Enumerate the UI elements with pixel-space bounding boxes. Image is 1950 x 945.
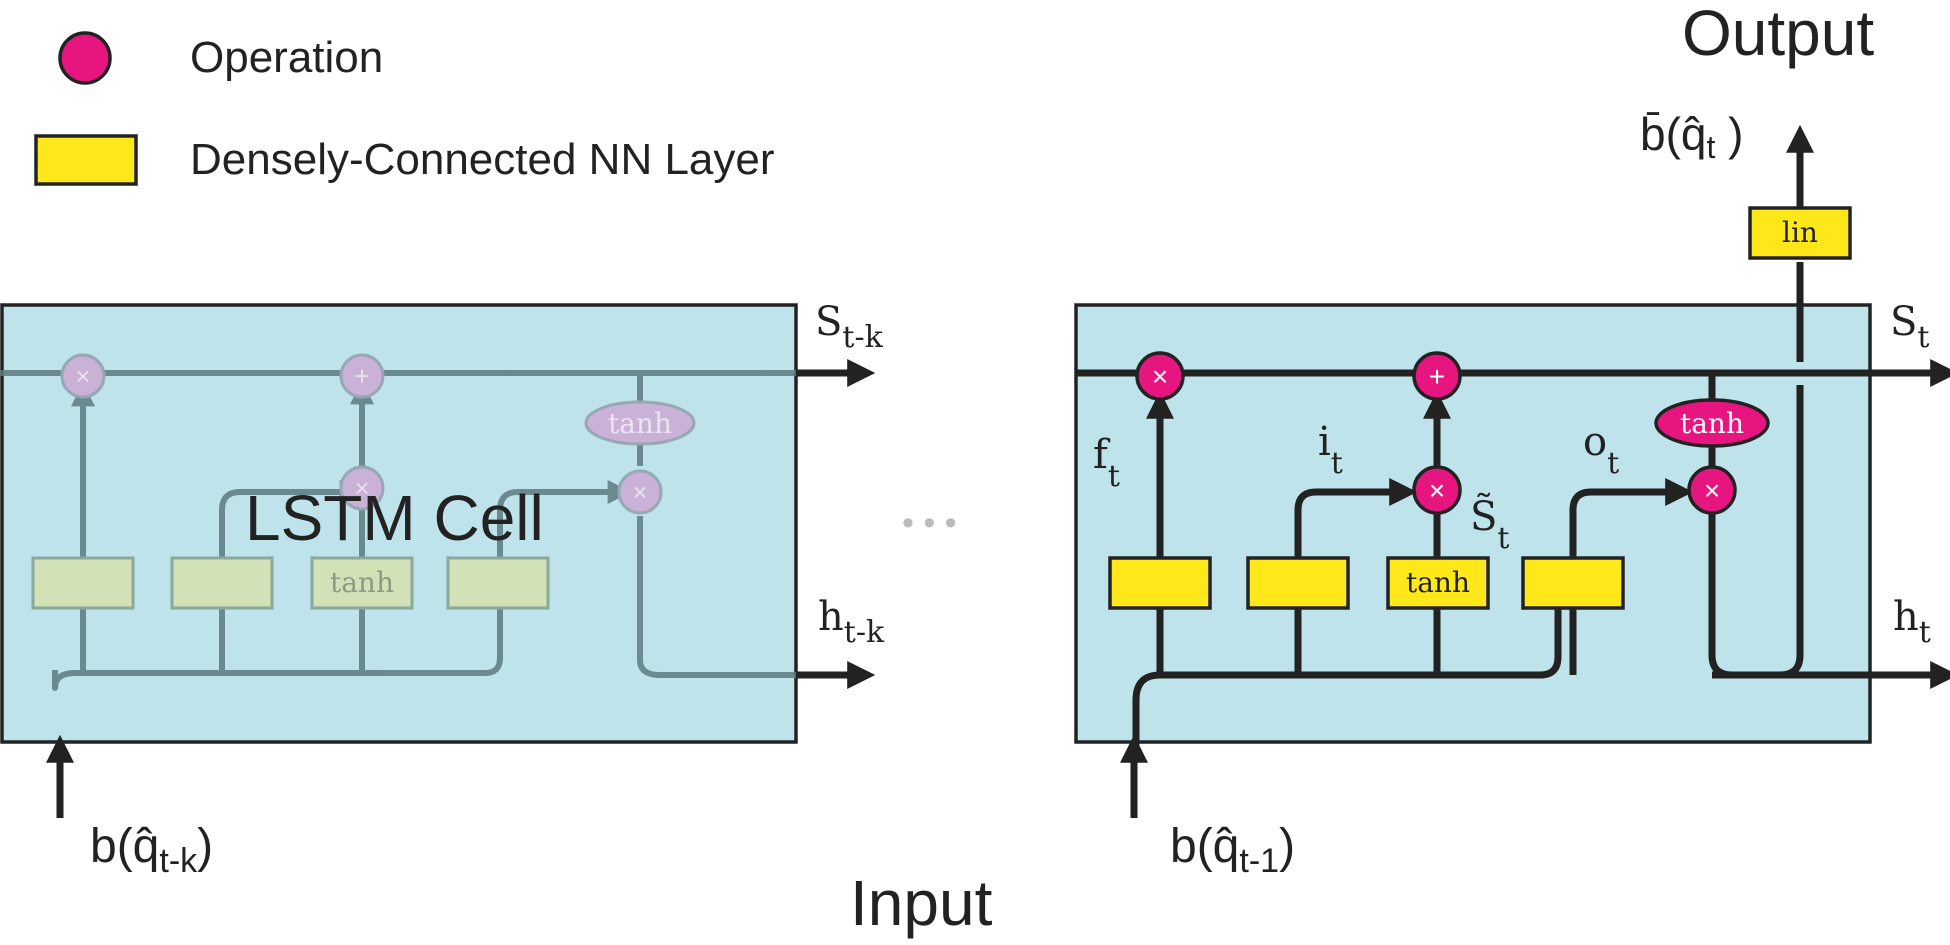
operation-legend-label: Operation <box>190 33 383 82</box>
forget-multiply-symbol: × <box>1152 361 1168 392</box>
input-multiply-symbol: × <box>1429 475 1445 506</box>
lstm-cell-title: LSTM Cell <box>245 482 544 554</box>
ellipsis: • • • <box>902 504 957 542</box>
candidate-label: S̃t <box>1470 493 1509 556</box>
output-value-label: b̄(q̂t ) <box>1640 108 1743 165</box>
output-multiply-op <box>1687 465 1737 515</box>
input-multiply-op <box>1412 465 1462 515</box>
input-title: Input <box>850 867 993 939</box>
output-title: Output <box>1682 0 1874 69</box>
left-forget-multiply-symbol: × <box>75 361 90 391</box>
state-add-op <box>1412 351 1462 401</box>
right-state-out-label: St <box>1890 299 1929 355</box>
candidate-tanh-label: tanh <box>1406 566 1470 599</box>
left-output-multiply-op <box>617 469 663 515</box>
left-input-multiply-op <box>339 465 385 511</box>
lin-layer <box>1748 206 1852 260</box>
left-cell-frame <box>0 303 798 744</box>
forget-multiply-op <box>1135 351 1185 401</box>
tanh-op-label: tanh <box>1680 407 1744 440</box>
output-gate-layer <box>1521 556 1625 610</box>
candidate-tanh-layer <box>1386 556 1490 610</box>
output-gate-label: ot <box>1583 419 1619 481</box>
right-hidden-out-label: ht <box>1893 594 1931 650</box>
left-state-out-label: St-k <box>815 299 884 355</box>
output-multiply-symbol: × <box>1704 475 1720 506</box>
left-tanh-op-label: tanh <box>608 407 672 440</box>
left-hidden-out-label: ht-k <box>818 594 885 650</box>
left-tanh-op <box>584 400 696 446</box>
right-lstm-cell: tanh lin × + × × tanh ft it S̃t ot St <box>1074 108 1950 880</box>
right-cell-frame <box>1074 303 1872 744</box>
operation-legend-icon <box>58 31 112 85</box>
state-add-symbol: + <box>1429 361 1445 392</box>
forget-gate-layer <box>1108 556 1212 610</box>
tanh-op <box>1654 398 1770 448</box>
left-input-multiply-symbol: × <box>354 473 369 503</box>
legend: Operation Densely-Connected NN Layer <box>34 31 775 186</box>
left-forget-multiply-op <box>60 353 106 399</box>
left-state-add-op <box>339 353 385 399</box>
left-cell-connections <box>0 370 798 691</box>
left-input-label: b(q̂t-k) <box>90 820 213 880</box>
left-forget-gate-layer <box>31 556 135 610</box>
lin-layer-label: lin <box>1782 216 1818 249</box>
right-cell-connections <box>1076 124 1950 760</box>
input-gate-label: it <box>1318 419 1343 481</box>
right-input-label: b(q̂t-1) <box>1170 820 1295 880</box>
layer-legend-icon <box>34 134 138 186</box>
left-output-gate-layer <box>446 556 550 610</box>
left-output-multiply-symbol: × <box>632 477 647 507</box>
left-state-add-symbol: + <box>354 361 369 391</box>
forget-gate-label: ft <box>1093 432 1120 494</box>
left-candidate-tanh-layer <box>310 556 414 610</box>
left-candidate-tanh-label: tanh <box>330 566 394 599</box>
left-lstm-cell: tanh × + × × tanh St-k ht-k b(q̂t-k) LST… <box>0 299 885 880</box>
left-input-gate-layer <box>170 556 274 610</box>
input-gate-layer <box>1246 556 1350 610</box>
layer-legend-label: Densely-Connected NN Layer <box>190 135 775 184</box>
